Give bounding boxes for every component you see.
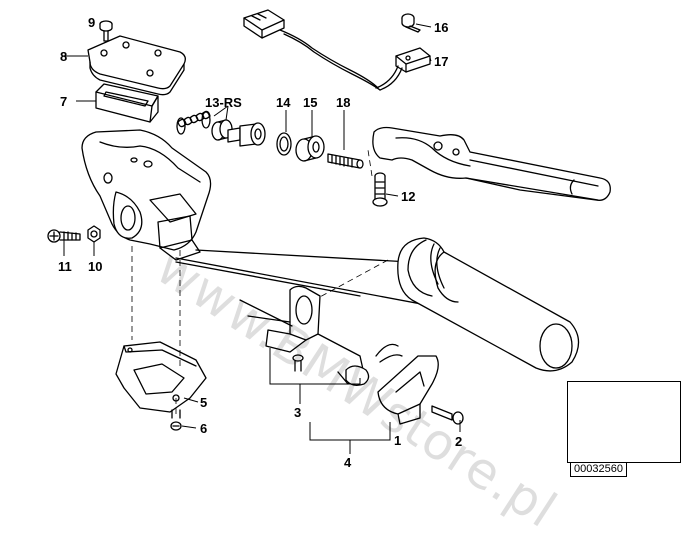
nut-part-10	[87, 225, 101, 243]
parts-diagram: www.BMWstore.pl 9 8 7 13-RS 14 15 18 16 …	[47, 9, 681, 539]
callout-9[interactable]: 9	[88, 15, 96, 30]
wire-harness-part-17	[243, 9, 431, 91]
callout-14[interactable]: 14	[276, 95, 291, 110]
bolt-part-12	[372, 172, 388, 207]
gasket-part-7	[95, 83, 159, 123]
callout-8[interactable]: 8	[60, 49, 68, 64]
callout-3[interactable]: 3	[294, 405, 302, 420]
callout-13-rs[interactable]: 13-RS	[205, 95, 242, 110]
screw-part-9	[99, 20, 113, 42]
callout-10[interactable]: 10	[88, 259, 103, 274]
callout-11[interactable]: 11	[58, 259, 72, 274]
callout-6[interactable]: 6	[200, 421, 208, 436]
cover-plate-part-8	[87, 35, 186, 96]
washer-part-14	[276, 132, 292, 156]
callout-1[interactable]: 1	[394, 433, 402, 448]
exploded-view-drawing	[47, 9, 670, 454]
callout-2[interactable]: 2	[455, 434, 463, 449]
screw-part-16	[401, 13, 421, 33]
callout-15[interactable]: 15	[303, 95, 318, 110]
callout-17[interactable]: 17	[434, 54, 449, 69]
screw-part-2	[431, 405, 464, 425]
drawing-number: 00032560	[570, 462, 627, 477]
callout-18[interactable]: 18	[336, 95, 351, 110]
bushing-part-15	[295, 135, 325, 162]
location-inset-frame	[567, 381, 681, 463]
callout-5[interactable]: 5	[200, 395, 208, 410]
lower-housing-part-5	[115, 341, 207, 413]
switch-housing	[81, 129, 212, 261]
lever-assembly	[372, 126, 611, 201]
spring-kit-part-13	[176, 110, 266, 147]
bracket-part-3	[239, 285, 403, 386]
pin-part-18	[327, 153, 364, 169]
screw-part-11	[47, 229, 81, 243]
callout-7[interactable]: 7	[60, 94, 68, 109]
callout-12[interactable]: 12	[401, 189, 416, 204]
handgrip	[397, 237, 580, 372]
callout-4[interactable]: 4	[344, 455, 352, 470]
clamp-shell-part-1	[377, 355, 439, 425]
screw-part-6	[170, 409, 182, 431]
callout-16[interactable]: 16	[434, 20, 449, 35]
screw-bracket	[292, 354, 304, 372]
